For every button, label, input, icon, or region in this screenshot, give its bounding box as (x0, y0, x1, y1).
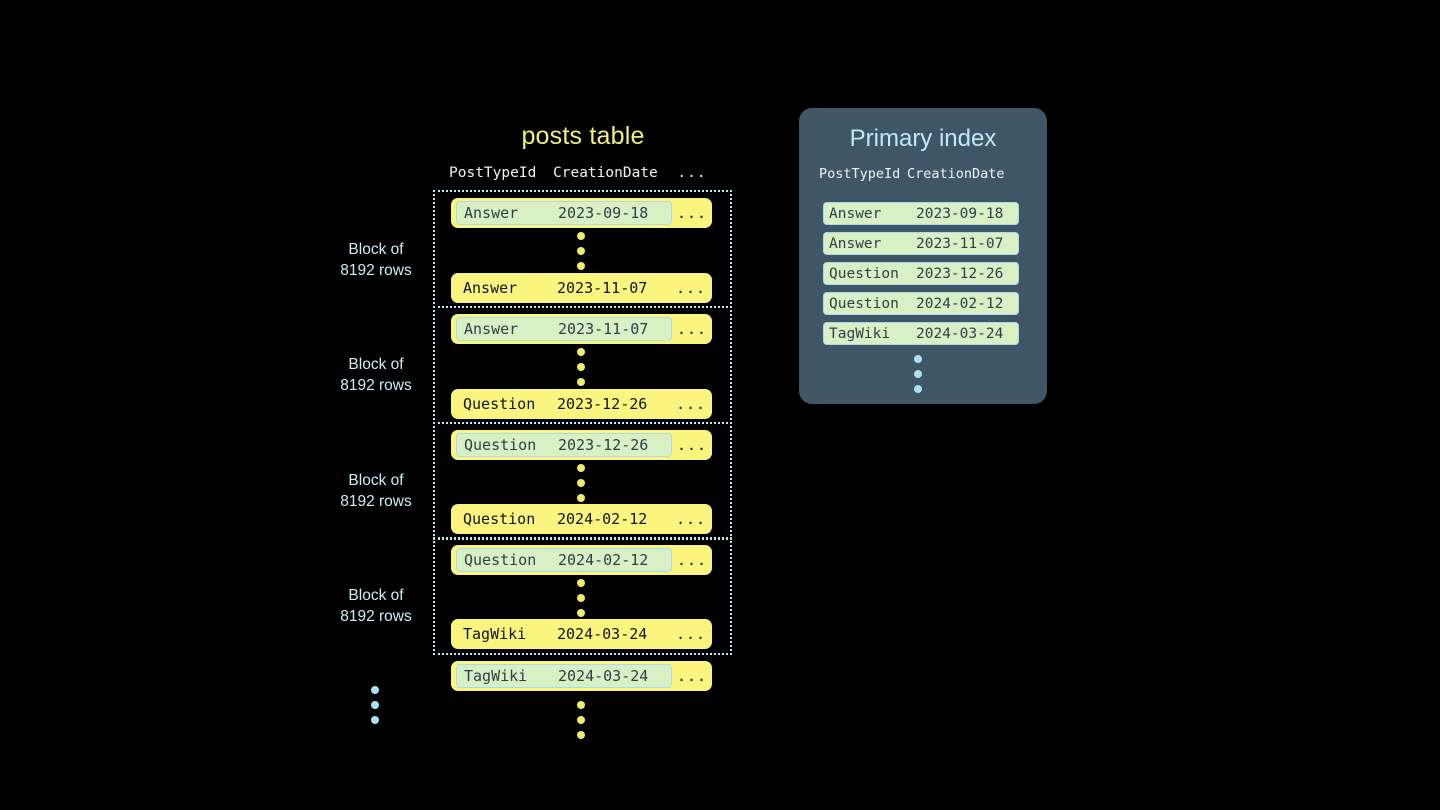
cell-creationdate: 2024-03-24 (558, 667, 649, 685)
cell-more: ... (675, 625, 707, 643)
cell-posttypeid: Answer (463, 279, 518, 297)
row-key-cells: Answer 2023-11-07 (456, 317, 672, 341)
table-row: Question 2024-02-12 ... (451, 545, 712, 575)
cell-posttypeid: Answer (464, 320, 519, 338)
table-row: Answer 2023-11-07 ... (451, 314, 712, 344)
index-cell-posttypeid: Question (829, 265, 899, 282)
cell-posttypeid: Question (464, 436, 537, 454)
cell-creationdate: 2023-11-07 (557, 279, 648, 297)
row-key-cells: Question 2023-12-26 (456, 392, 670, 416)
table-row: Question 2023-12-26 ... (451, 389, 712, 419)
posts-table-title: posts table (521, 122, 645, 150)
cell-more: ... (675, 395, 707, 413)
index-row: Question 2023-12-26 (823, 262, 1019, 285)
row-key-cells: TagWiki 2024-03-24 (456, 622, 670, 646)
primary-index-column-headers: PostTypeId CreationDate (819, 166, 1029, 182)
column-header-posttypeid: PostTypeId (449, 165, 537, 181)
cell-creationdate: 2023-12-26 (557, 395, 648, 413)
index-cell-posttypeid: Question (829, 295, 899, 312)
cell-posttypeid: Question (463, 395, 536, 413)
row-ellipsis-icon (577, 232, 587, 277)
blocks-continue-ellipsis-icon (371, 686, 381, 731)
posts-table-column-headers: PostTypeId CreationDate ... (449, 165, 713, 181)
cell-creationdate: 2024-02-12 (557, 510, 648, 528)
table-row: TagWiki 2024-03-24 ... (451, 661, 712, 691)
index-cell-creationdate: 2023-11-07 (916, 235, 1004, 252)
table-continues-ellipsis-icon (577, 701, 587, 746)
cell-more: ... (676, 667, 708, 685)
table-row: Question 2024-02-12 ... (451, 504, 712, 534)
block-label-3: Block of 8192 rows (340, 472, 412, 510)
index-column-header-creationdate: CreationDate (907, 166, 1005, 182)
row-ellipsis-icon (577, 348, 587, 393)
cell-creationdate: 2024-02-12 (558, 551, 649, 569)
cell-creationdate: 2023-09-18 (558, 204, 649, 222)
cell-posttypeid: Question (463, 510, 536, 528)
table-row: Question 2023-12-26 ... (451, 430, 712, 460)
row-key-cells: Question 2023-12-26 (456, 433, 672, 457)
index-cell-posttypeid: TagWiki (829, 325, 891, 342)
block-frame-4 (433, 537, 732, 655)
cell-more: ... (676, 204, 708, 222)
index-cell-posttypeid: Answer (829, 235, 882, 252)
block-label-1: Block of 8192 rows (340, 241, 412, 279)
block-frame-3 (433, 422, 732, 540)
index-row: Question 2024-02-12 (823, 292, 1019, 315)
cell-posttypeid: TagWiki (463, 625, 527, 643)
cell-more: ... (676, 551, 708, 569)
cell-posttypeid: Answer (464, 204, 519, 222)
table-row: TagWiki 2024-03-24 ... (451, 619, 712, 649)
cell-more: ... (676, 320, 708, 338)
table-row: Answer 2023-11-07 ... (451, 273, 712, 303)
row-key-cells: Question 2024-02-12 (456, 548, 672, 572)
cell-creationdate: 2023-12-26 (558, 436, 649, 454)
index-cell-creationdate: 2023-09-18 (916, 205, 1004, 222)
row-key-cells: TagWiki 2024-03-24 (456, 664, 672, 688)
index-row: Answer 2023-11-07 (823, 232, 1019, 255)
cell-posttypeid: TagWiki (464, 667, 528, 685)
row-key-cells: Question 2024-02-12 (456, 507, 670, 531)
index-row: TagWiki 2024-03-24 (823, 322, 1019, 345)
block-label-2: Block of 8192 rows (340, 356, 412, 394)
primary-index-panel: Primary index PostTypeId CreationDate An… (799, 108, 1047, 404)
primary-index-title: Primary index (849, 125, 997, 152)
row-key-cells: Answer 2023-11-07 (456, 276, 670, 300)
row-ellipsis-icon (577, 579, 587, 624)
cell-creationdate: 2023-11-07 (558, 320, 649, 338)
cell-posttypeid: Question (464, 551, 537, 569)
index-row: Answer 2023-09-18 (823, 202, 1019, 225)
cell-more: ... (676, 436, 708, 454)
block-label-4: Block of 8192 rows (340, 587, 412, 625)
column-header-more: ... (677, 165, 707, 181)
index-cell-creationdate: 2024-03-24 (916, 325, 1004, 342)
cell-more: ... (675, 510, 707, 528)
index-cell-posttypeid: Answer (829, 205, 882, 222)
index-cell-creationdate: 2024-02-12 (916, 295, 1004, 312)
row-key-cells: Answer 2023-09-18 (456, 201, 672, 225)
table-row: Answer 2023-09-18 ... (451, 198, 712, 228)
cell-more: ... (675, 279, 707, 297)
row-ellipsis-icon (577, 464, 587, 509)
column-header-creationdate: CreationDate (553, 165, 658, 181)
cell-creationdate: 2024-03-24 (557, 625, 648, 643)
index-continues-ellipsis-icon (914, 355, 924, 400)
index-cell-creationdate: 2023-12-26 (916, 265, 1004, 282)
index-column-header-posttypeid: PostTypeId (819, 166, 901, 182)
